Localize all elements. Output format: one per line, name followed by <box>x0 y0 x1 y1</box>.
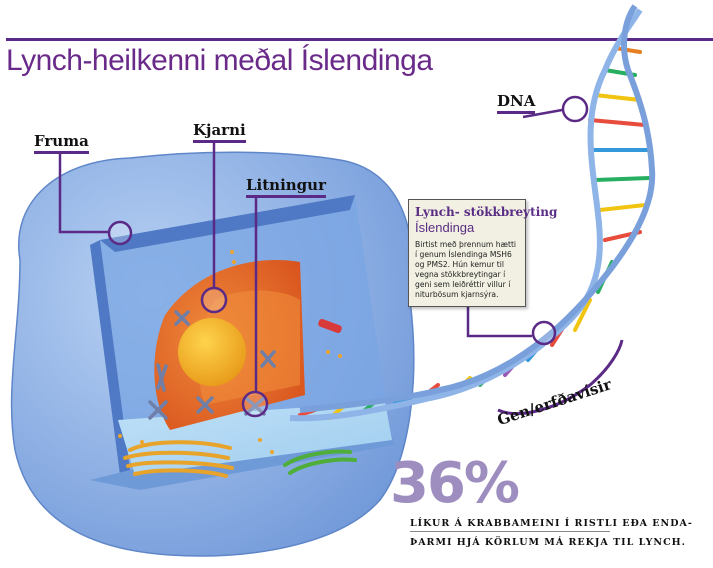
header-rule <box>6 38 713 41</box>
callouts <box>58 95 624 418</box>
label-chromosome: Litningur <box>246 176 326 198</box>
stat-value: 36% <box>390 451 520 516</box>
label-nucleus: Kjarni <box>193 121 246 143</box>
infobox-body: Birtist með þrennum hætti í genum Íslend… <box>415 240 517 299</box>
infobox-heading: Lynch- stökkbreyting <box>415 205 558 219</box>
mutation-infobox: Lynch- stökkbreyting Íslendinga Birtist … <box>408 199 558 307</box>
nucleolus <box>178 318 246 386</box>
page-title: Lynch-heilkenni meðal Íslendinga <box>6 44 433 77</box>
organelles <box>118 250 357 478</box>
stat-caption-line2: ÞARMI HJÁ KÖRLUM MÁ REKJA TIL LYNCH. <box>410 537 686 548</box>
infobox-subheading: Íslendinga <box>415 220 475 235</box>
nucleus <box>154 260 305 430</box>
dna-helix <box>289 4 656 422</box>
stat-separator <box>410 531 610 532</box>
label-cell: Fruma <box>34 132 89 154</box>
stat-caption-line1: LÍKUR Á KRABBAMEINI Í RISTLI EÐA ENDA- <box>410 518 693 529</box>
chromosomes <box>148 310 276 420</box>
label-dna: DNA <box>497 92 536 114</box>
